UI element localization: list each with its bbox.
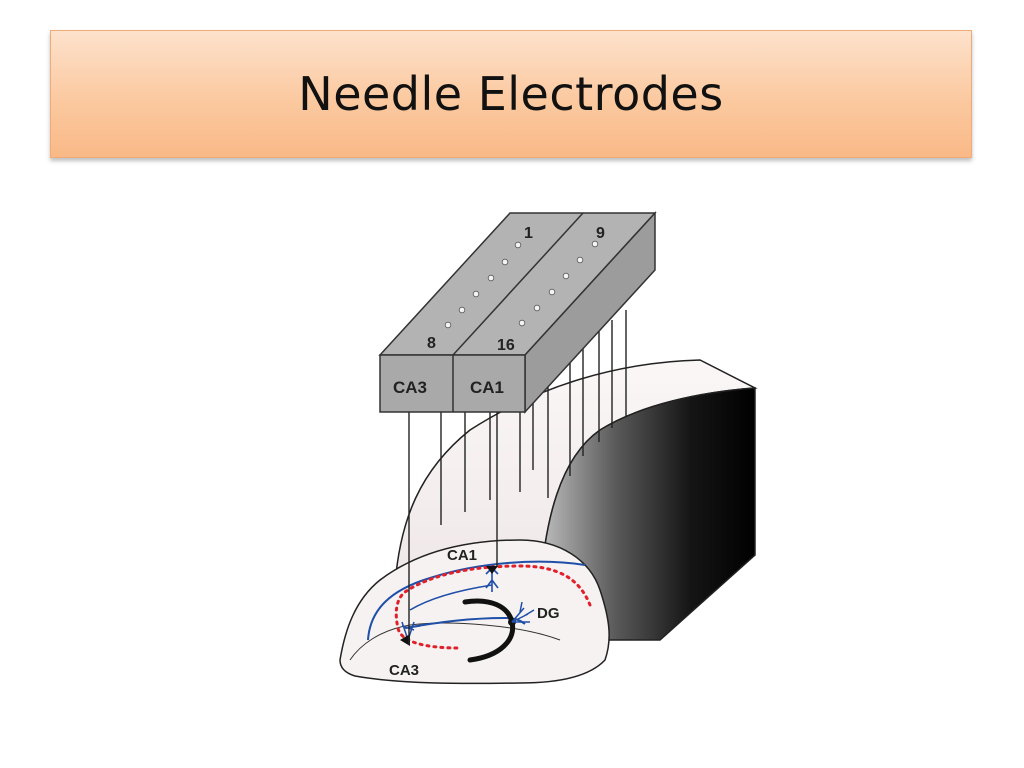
tissue-block: [339, 359, 758, 685]
probe-label-ca3: CA3: [393, 378, 427, 397]
electrode-number-16: 16: [497, 337, 515, 354]
region-label-ca3: CA3: [389, 662, 419, 679]
slide-title: Needle Electrodes: [298, 67, 724, 121]
hippocampus-circuit: [367, 560, 592, 663]
contact-dot: [533, 304, 541, 312]
region-label-dg: DG: [537, 605, 560, 622]
contact-dot: [458, 306, 466, 314]
contact-dot: [444, 321, 452, 329]
contact-dot: [514, 241, 522, 249]
probe-block: [378, 211, 657, 414]
electrode-number-8: 8: [427, 335, 436, 352]
blue-pathway-inner: [404, 616, 526, 629]
contact-dot: [562, 272, 570, 280]
electrode-contacts: [444, 240, 599, 329]
contact-dot: [487, 274, 495, 282]
tissue-inner-contour: [349, 622, 561, 661]
blue-pathway-ca1: [409, 584, 493, 611]
contact-dot: [518, 319, 526, 327]
contact-dot: [576, 256, 584, 264]
region-label-ca1: CA1: [447, 547, 477, 564]
contact-dot: [591, 240, 599, 248]
contact-dot: [501, 258, 509, 266]
red-dotted-layer: [394, 564, 592, 650]
electrode-number-1: 1: [524, 225, 533, 242]
title-box: Needle Electrodes: [50, 30, 972, 158]
ca1-neuron: [485, 566, 499, 592]
electrode-number-9: 9: [596, 225, 605, 242]
dg-neuron: [508, 601, 535, 626]
tissue-front-face: [339, 539, 610, 685]
contact-dot: [472, 290, 480, 298]
contact-dot: [548, 288, 556, 296]
needle-wires: [408, 310, 627, 645]
probe-label-ca1: CA1: [470, 378, 504, 397]
ca3-neuron: [400, 621, 421, 646]
